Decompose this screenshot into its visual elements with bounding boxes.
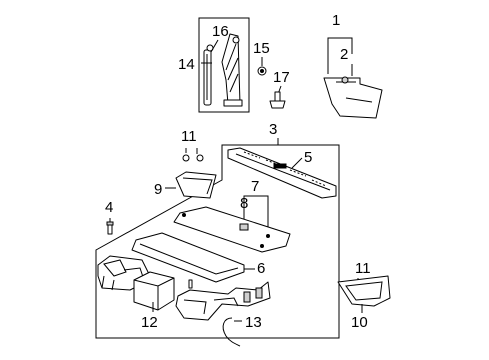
leader-5	[291, 157, 303, 169]
bolt-part	[269, 91, 286, 109]
main-assembly-frame	[95, 144, 340, 339]
lower-tray-part	[175, 281, 271, 321]
quarter-trim-panel-part	[323, 76, 383, 119]
callout-13: 13	[245, 314, 262, 331]
leader-16	[210, 39, 219, 53]
hose-part	[222, 317, 241, 347]
callout-11-lower: 11	[355, 260, 371, 277]
jack-handle-part	[203, 44, 214, 106]
callout-14: 14	[178, 56, 195, 73]
pin-part	[106, 221, 114, 235]
small-screw-part	[188, 279, 193, 289]
callout-16: 16	[212, 23, 229, 40]
storage-tray-part	[175, 171, 217, 199]
compartment-cover-part	[131, 232, 245, 283]
callout-11-upper: 11	[181, 128, 197, 145]
jack-assembly-frame	[198, 17, 250, 113]
jack-part	[221, 33, 243, 107]
callout-12: 12	[141, 314, 158, 331]
screw-part	[182, 154, 204, 162]
callout-3: 3	[269, 121, 277, 138]
callout-10: 10	[351, 314, 368, 331]
leader-1	[327, 37, 353, 76]
callout-6: 6	[257, 260, 265, 277]
callout-15: 15	[253, 40, 270, 57]
callout-1: 1	[332, 12, 340, 29]
sill-plate-part	[227, 147, 337, 199]
callout-4: 4	[105, 199, 113, 216]
callout-9: 9	[154, 181, 162, 198]
callout-7: 7	[251, 178, 259, 195]
load-floor-panel-part	[173, 206, 291, 253]
callout-5: 5	[304, 149, 312, 166]
leader-11-upper	[185, 148, 198, 154]
right-storage-tray-part	[337, 275, 391, 307]
fastener-pad-part	[239, 223, 249, 231]
callout-2: 2	[340, 46, 348, 63]
callout-17: 17	[273, 69, 290, 86]
foam-block-part	[133, 271, 175, 311]
leader-7	[243, 195, 269, 228]
